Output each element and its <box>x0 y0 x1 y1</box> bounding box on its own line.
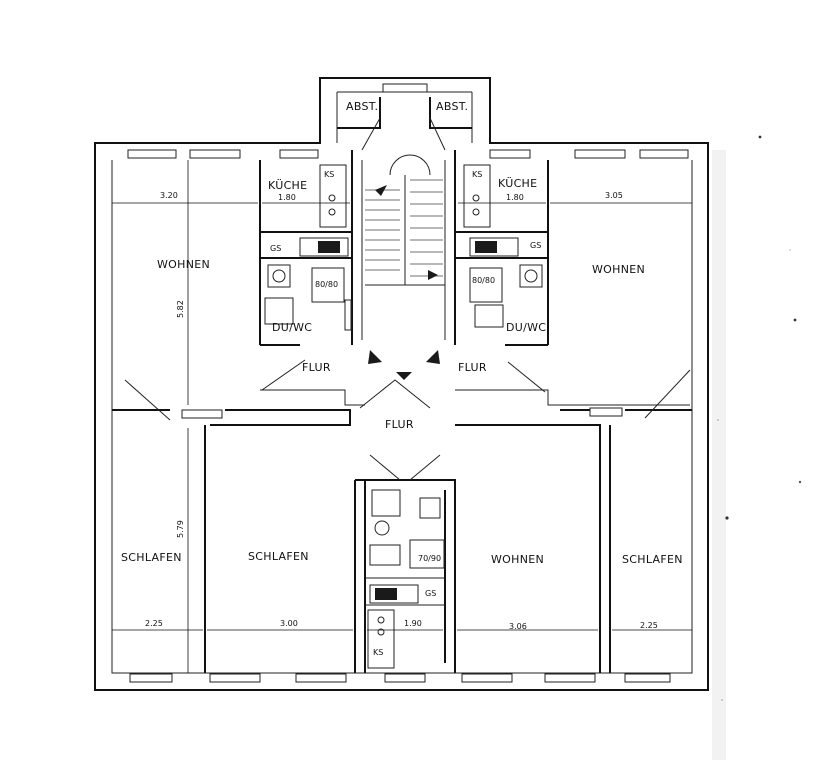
fixture-label-tub-left: 80/80 <box>315 280 338 289</box>
fixture-label-ks-bottom: KS <box>373 648 383 657</box>
room-label-duwc-right: DU/WC <box>506 321 546 334</box>
fixture-label-gs-right: GS <box>530 241 541 250</box>
dimension-label-schlafen-depth: 5.79 <box>176 520 185 538</box>
room-label-duwc-left: DU/WC <box>272 321 312 334</box>
fixture-label-ks-left: KS <box>324 170 334 179</box>
fixture-label-tub-right: 80/80 <box>472 276 495 285</box>
inner-walls <box>112 97 692 673</box>
room-label-abst-right: ABST. <box>436 100 468 113</box>
room-label-flur-center: FLUR <box>385 418 414 431</box>
staircase <box>365 154 445 380</box>
dimension-lines <box>112 160 692 673</box>
room-labels: ABST. ABST. KÜCHE KÜCHE WOHNEN WOHNEN DU… <box>121 100 683 566</box>
room-label-kueche-left: KÜCHE <box>268 179 307 192</box>
fixtures-left <box>264 164 352 331</box>
fixture-labels: KS KS KS GS GS GS 80/80 80/80 70/90 <box>270 170 541 657</box>
scan-noise <box>712 135 802 760</box>
windows-top <box>127 83 689 159</box>
fixture-label-gs-left: GS <box>270 244 281 253</box>
windows-bottom <box>129 673 671 683</box>
dimension-label-wohnen-left-width: 3.20 <box>160 191 178 200</box>
dimension-label-kueche-bottom-width: 1.90 <box>404 619 422 628</box>
room-label-wohnen-right: WOHNEN <box>592 263 645 276</box>
fixture-label-ks-right: KS <box>472 170 482 179</box>
dimension-label-schlafen-left-width: 2.25 <box>145 619 163 628</box>
dimension-label-schlafen-mid-width: 3.00 <box>280 619 298 628</box>
dimension-label-wohnen-bottom-width: 3.06 <box>509 622 527 631</box>
room-label-flur-right: FLUR <box>458 361 487 374</box>
room-label-wohnen-bottom: WOHNEN <box>491 553 544 566</box>
fixture-label-tub-bottom: 70/90 <box>418 554 441 563</box>
room-label-wohnen-left: WOHNEN <box>157 258 210 271</box>
room-label-flur-left: FLUR <box>302 361 331 374</box>
room-label-abst-left: ABST. <box>346 100 378 113</box>
dimension-label-kueche-right-width: 1.80 <box>506 193 524 202</box>
dimension-label-wohnen-right-width: 3.05 <box>605 191 623 200</box>
dimension-label-kueche-left-width: 1.80 <box>278 193 296 202</box>
room-label-schlafen-right: SCHLAFEN <box>622 553 683 566</box>
fixtures-right <box>463 164 543 328</box>
dimension-label-wohnen-left-depth: 5.82 <box>176 300 185 318</box>
room-label-schlafen-left-inner: SCHLAFEN <box>248 550 309 563</box>
dimension-labels: 3.20 1.80 1.80 3.05 5.82 5.79 2.25 3.00 … <box>145 191 658 631</box>
fixture-label-gs-bottom: GS <box>425 589 436 598</box>
outer-walls <box>94 77 709 691</box>
room-label-schlafen-left-outer: SCHLAFEN <box>121 551 182 564</box>
dimension-label-schlafen-right-width: 2.25 <box>640 621 658 630</box>
room-label-kueche-right: KÜCHE <box>498 177 537 190</box>
radiators <box>181 407 623 419</box>
fixtures-center <box>367 489 445 669</box>
